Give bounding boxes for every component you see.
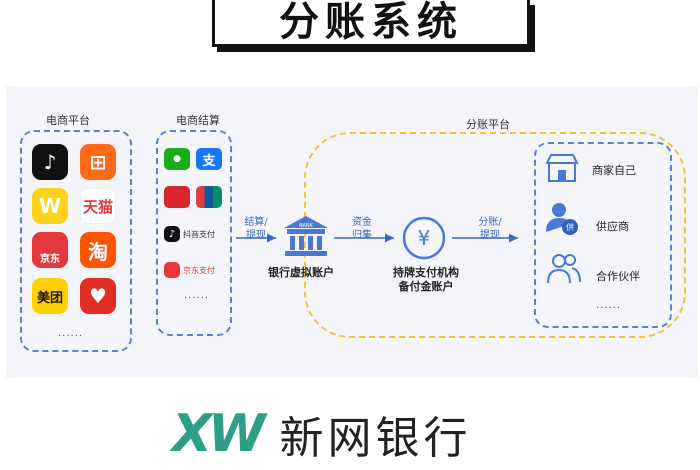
supplier-icon: 供 (546, 203, 578, 235)
taobao-icon: 淘 (80, 232, 116, 268)
arrow-label-split-line2: 提现 (480, 230, 500, 241)
alipay-glyph: 支 (202, 153, 216, 169)
payment-institution-line1: 持牌支付机构 (393, 266, 459, 279)
arrow-label-settle-line2: 提现 (246, 230, 266, 241)
jd-pay-icon (164, 262, 180, 278)
parties-group-box (534, 142, 672, 328)
svg-text:¥: ¥ (418, 226, 431, 250)
payments-more: ...... (184, 290, 210, 301)
douyin-pay-glyph: ♪ (168, 228, 176, 240)
unionpay-icon (196, 186, 222, 208)
wechat-glyph: ● (173, 154, 181, 164)
partner-icon (547, 254, 581, 284)
tiktok-icon: ♪ (32, 144, 68, 180)
arrow-label-settle: 结算/ 提现 (238, 216, 274, 242)
wechat-pay-icon: ● (164, 148, 190, 170)
alipay-icon: 支 (196, 148, 222, 170)
brand-logo: XW 新网银行 (172, 404, 471, 464)
bank-building-icon: BANK (284, 216, 328, 256)
split-platform-box (304, 132, 686, 338)
douyin-pay-icon: ♪ (164, 226, 180, 242)
payment-institution-label: 持牌支付机构 备付金账户 (384, 266, 468, 294)
payment-institution-line2: 备付金账户 (398, 280, 454, 293)
jd-pay-label: 京东支付 (183, 266, 215, 275)
party-label-supplier: 供应商 (596, 220, 629, 233)
meituan-waimai-glyph: W (38, 194, 62, 218)
pinduoduo-glyph: ♥ (89, 284, 107, 308)
shop-icon (545, 154, 579, 182)
group-label-ecommerce: 电商平台 (46, 114, 90, 127)
ecommerce-more: ...... (58, 328, 84, 339)
meituan-waimai-icon: W (32, 188, 68, 224)
diagram-panel: 电商平台 ♪ ⊞ W 天猫 京东 淘 美团 ♥ ...... 电商结算 ● 支 … (6, 86, 698, 378)
bank-sign: BANK (299, 223, 314, 229)
jd-text: 京东 (40, 254, 60, 265)
douyin-pay-label: 抖音支付 (183, 230, 215, 239)
parties-more: ...... (596, 300, 622, 311)
page-title: 分账系统 (279, 0, 463, 45)
jd-icon: 京东 (32, 232, 68, 268)
pinduoduo-icon: ♥ (80, 278, 116, 314)
tmall-text: 天猫 (82, 197, 113, 216)
taobao-text: 淘 (88, 239, 108, 264)
ecommerce-group-box (20, 130, 132, 352)
brand-mark: XW (172, 404, 265, 464)
bank-virtual-account-label: 银行虚拟账户 (268, 266, 334, 279)
meituan-text: 美团 (36, 290, 63, 306)
group-label-settlement: 电商结算 (176, 114, 220, 127)
kuaishou-icon: ⊞ (80, 144, 116, 180)
tiktok-glyph: ♪ (43, 150, 57, 174)
tmall-icon: 天猫 (80, 188, 116, 224)
settlement-group-box (156, 130, 232, 336)
brand-name: 新网银行 (279, 413, 472, 464)
arrow-label-fund-line2: 归集 (352, 230, 372, 241)
meituan-icon: 美团 (32, 278, 68, 314)
group-label-split-platform: 分账平台 (466, 118, 510, 131)
flow-arrows (236, 233, 518, 243)
arrow-label-split-line1: 分账/ (478, 217, 502, 228)
party-label-partner: 合作伙伴 (596, 270, 640, 283)
yuan-coin-icon: ¥ (402, 216, 446, 260)
arrow-label-settle-line1: 结算/ (244, 217, 268, 228)
kuaishou-glyph: ⊞ (89, 150, 107, 174)
arrow-label-split: 分账/ 提现 (470, 216, 510, 242)
arrow-label-fund-line1: 资金 (352, 217, 372, 228)
party-label-merchant: 商家自己 (592, 164, 636, 177)
supplier-badge: 供 (566, 222, 574, 232)
bank-icon (164, 186, 190, 208)
title-banner: 分账系统 (212, 0, 530, 47)
arrow-label-fund: 资金 归集 (344, 216, 380, 242)
